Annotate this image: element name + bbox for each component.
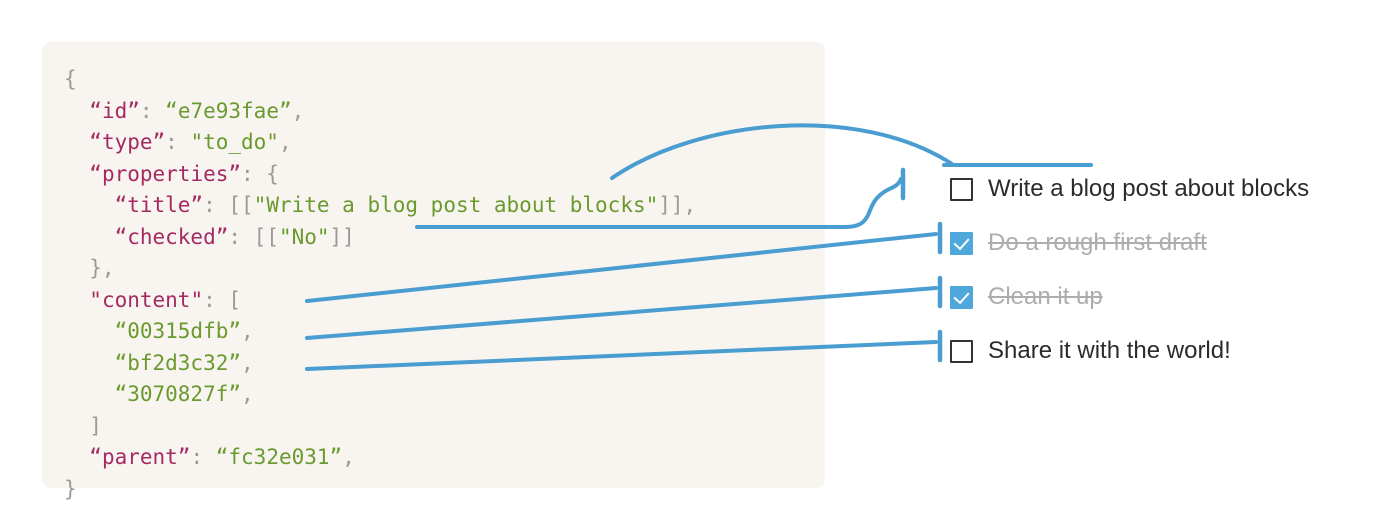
code-line: “id”: “e7e93fae”, — [89, 98, 305, 123]
todo-checklist: Write a blog post about blocks Do a rough… — [950, 162, 1370, 378]
checkbox-checked-icon[interactable] — [950, 285, 973, 309]
checkbox-unchecked-icon[interactable] — [950, 339, 973, 363]
todo-row[interactable]: Share it with the world! — [950, 324, 1370, 378]
json-code-panel: { “id”: “e7e93fae”, “type”: "to_do", “pr… — [42, 42, 825, 501]
code-line: ] — [64, 413, 102, 438]
checkbox-checked-icon[interactable] — [950, 231, 973, 255]
code-line: }, — [64, 256, 115, 280]
todo-label: Write a blog post about blocks — [988, 175, 1310, 202]
todo-row[interactable]: Clean it up — [950, 270, 1370, 324]
todo-label: Clean it up — [988, 283, 1103, 310]
code-line: "content": [ — [89, 287, 242, 312]
code-line: “3070827f”, — [114, 382, 254, 406]
todo-label: Share it with the world! — [988, 337, 1231, 364]
code-line: “checked”: [["No"]] — [114, 224, 355, 249]
json-code-block: { “id”: “e7e93fae”, “type”: "to_do", “pr… — [64, 64, 696, 505]
code-line: { — [64, 67, 77, 91]
todo-row[interactable]: Write a blog post about blocks — [950, 162, 1370, 216]
code-line: “00315dfb”, — [114, 319, 254, 343]
code-line: “type”: "to_do", — [89, 130, 292, 154]
todo-row[interactable]: Do a rough first draft — [950, 216, 1370, 270]
code-line: “bf2d3c32”, — [114, 350, 254, 375]
code-line: } — [64, 476, 77, 501]
code-line: “properties”: { — [89, 161, 279, 186]
todo-label: Do a rough first draft — [988, 229, 1207, 256]
checkbox-unchecked-icon[interactable] — [950, 177, 973, 201]
code-line: “title”: [["Write a blog post about bloc… — [114, 193, 697, 217]
code-line: “parent”: “fc32e031”, — [89, 445, 355, 469]
